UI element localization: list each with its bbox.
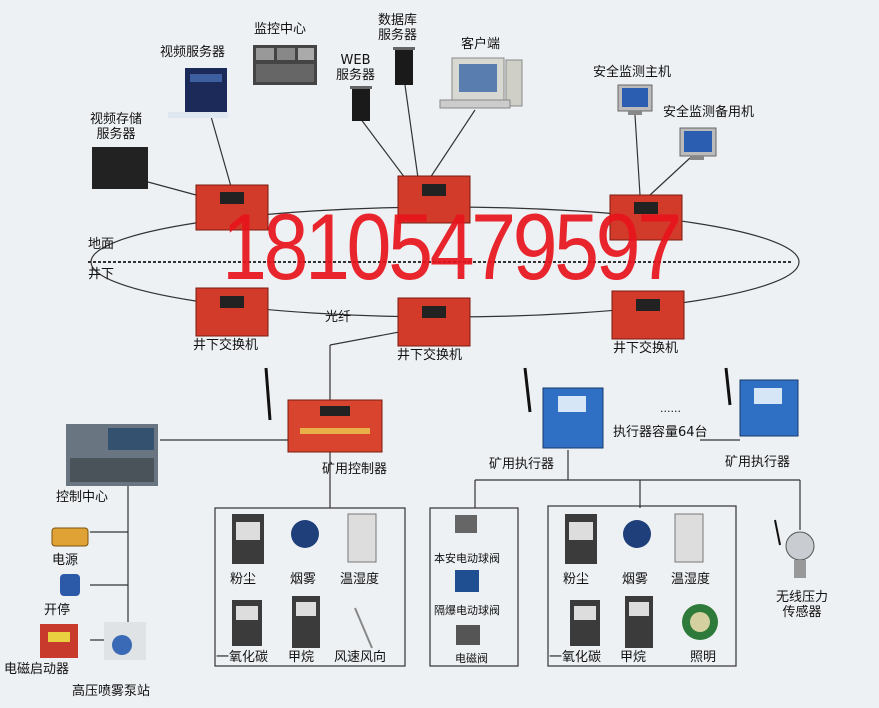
label-mine-controller: 矿用控制器 [322, 462, 388, 477]
sensor-box-1 [214, 507, 406, 667]
box3-sensor-icons [565, 513, 718, 648]
switch-underground-center [397, 297, 471, 347]
label-power: 电源 [52, 553, 79, 568]
label-box3-temp-humidity: 温湿度 [671, 572, 711, 587]
label-box3-smoke: 烟雾 [622, 572, 649, 587]
switch-ground-left [195, 184, 269, 231]
box1-sensor-icons [232, 513, 377, 649]
label-box1-wind: 风速风向 [334, 650, 387, 665]
label-start-stop: 开停 [44, 603, 71, 618]
wireless-pressure-sensor-icon [774, 519, 815, 578]
magnetic-starter-icon [40, 624, 78, 658]
label-switch-1: 井下交换机 [193, 338, 259, 353]
label-actuator-1: 矿用执行器 [489, 457, 555, 472]
label-control-center: 控制中心 [56, 490, 109, 505]
label-box1-co: 一氧化碳 [216, 650, 269, 665]
control-center-picture [66, 424, 158, 486]
label-magnetic-starter: 电磁启动器 [4, 662, 70, 677]
label-safety-main: 安全监测主机 [593, 65, 672, 80]
label-box2-solenoid-valve: 电磁阀 [455, 652, 488, 665]
label-box3-methane: 甲烷 [620, 650, 647, 665]
label-db-server: 数据库 服务器 [378, 13, 418, 43]
label-box2-explosion-valve: 隔爆电动球阀 [434, 604, 500, 617]
label-box1-smoke: 烟雾 [290, 572, 317, 587]
label-box3-co: 一氧化碳 [549, 650, 602, 665]
web-server-icon [350, 86, 372, 121]
label-web-server: WEB 服务器 [336, 53, 376, 83]
label-actuator-2: 矿用执行器 [725, 455, 791, 470]
safety-main-monitor-icon [617, 84, 653, 115]
label-box3-lighting: 照明 [690, 650, 717, 665]
label-fiber: 光纤 [325, 310, 352, 325]
spray-pump-icon [104, 622, 146, 660]
label-spray-pump: 高压喷雾泵站 [72, 684, 151, 699]
start-stop-icon [60, 574, 80, 596]
actuator-1-icon [523, 367, 604, 449]
valve-box [429, 507, 519, 667]
label-surveillance-center: 监控中心 [254, 22, 307, 37]
video-storage-icon [92, 147, 148, 189]
mine-controller-icon [264, 367, 383, 453]
db-server-icon [393, 47, 415, 85]
phone-watermark: 18105479597 [222, 194, 682, 299]
switch-ground-right [609, 194, 683, 241]
label-actuator-capacity: 执行器容量64台 [613, 425, 708, 440]
switch-underground-left [195, 287, 269, 337]
switch-ground-center [397, 175, 471, 224]
switch-underground-right [611, 290, 685, 340]
client-pc-icon [439, 57, 523, 109]
label-box1-temp-humidity: 温湿度 [340, 572, 380, 587]
video-server-icon [168, 68, 228, 118]
safety-backup-monitor-icon [679, 127, 717, 160]
label-box2-safe-valve: 本安电动球阀 [434, 552, 500, 565]
label-wireless-pressure: 无线压力 传感器 [776, 590, 829, 620]
label-client: 客户端 [461, 37, 501, 52]
label-box3-dust: 粉尘 [563, 572, 590, 587]
label-switch-2: 井下交换机 [397, 348, 463, 363]
label-ground: 地面 [88, 237, 115, 252]
label-box1-methane: 甲烷 [288, 650, 315, 665]
power-icon [51, 527, 89, 547]
label-video-server: 视频服务器 [160, 45, 226, 60]
label-dots: ...... [660, 402, 681, 415]
surveillance-center-picture [253, 45, 317, 85]
label-video-storage: 视频存储 服务器 [90, 112, 143, 142]
label-box1-dust: 粉尘 [230, 572, 257, 587]
box2-valve-icons [455, 515, 480, 645]
label-underground: 井下 [88, 267, 115, 282]
actuator-2-icon [724, 367, 799, 437]
sensor-box-2 [547, 505, 737, 667]
label-switch-3: 井下交换机 [613, 341, 679, 356]
label-safety-backup: 安全监测备用机 [663, 105, 755, 120]
